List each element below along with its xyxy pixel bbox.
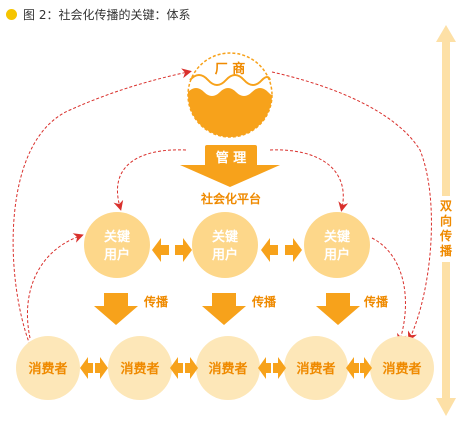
- svg-text:关键: 关键: [104, 229, 130, 245]
- double-arrow-ku-2: [261, 238, 278, 262]
- feedback-arrow-right: [271, 71, 432, 342]
- consumer-node-2: 消费者: [108, 336, 172, 400]
- feedback-arrow-small-left: [26, 233, 84, 339]
- manufacturer-node: 厂 商: [187, 52, 273, 138]
- spread-arrow-3: 传播: [316, 293, 389, 325]
- svg-text:消费者: 消费者: [382, 361, 421, 377]
- double-arrow-c-3: [258, 357, 271, 379]
- double-arrow-c-4: [346, 357, 359, 379]
- title-bullet-icon: [6, 8, 17, 20]
- manage-arrow-right: [269, 149, 349, 212]
- double-arrow-c-1: [80, 357, 93, 379]
- platform-label: 社会化平台: [200, 191, 261, 206]
- svg-text:传播: 传播: [363, 294, 389, 309]
- svg-text:用户: 用户: [211, 247, 238, 263]
- spread-arrow-small-right: [371, 237, 407, 344]
- key-user-node-2: 关键 用户: [192, 212, 258, 278]
- figure-header: 图 2：社会化传播的关键：体系: [6, 5, 190, 23]
- svg-text:用户: 用户: [103, 247, 130, 263]
- figure-title: 图 2：社会化传播的关键：体系: [23, 7, 191, 22]
- bidirectional-char-1: 双: [440, 199, 452, 213]
- consumer-node-4: 消费者: [284, 336, 348, 400]
- double-arrow-c-2: [170, 357, 183, 379]
- spread-arrow-1: 传播: [94, 293, 169, 325]
- svg-text:消费者: 消费者: [120, 361, 159, 377]
- bidirectional-char-4: 播: [440, 243, 453, 258]
- bidirectional-char-2: 向: [440, 213, 452, 228]
- consumer-node-5: 消费者: [370, 336, 434, 400]
- bidirectional-label: 双 向 传 播: [438, 196, 455, 262]
- consumer-double-arrows: [80, 357, 372, 379]
- key-user-node-1: 关键 用户: [84, 212, 150, 278]
- manage-arrow-left: [113, 149, 187, 211]
- svg-text:消费者: 消费者: [296, 361, 335, 377]
- manage-label: 管 理: [216, 150, 247, 166]
- svg-text:消费者: 消费者: [28, 361, 67, 377]
- consumer-node-1: 消费者: [16, 336, 80, 400]
- feedback-arrow-left: [12, 68, 192, 346]
- key-user-node-3: 关键 用户: [304, 212, 370, 278]
- spread-arrow-2: 传播: [202, 293, 277, 325]
- dashed-connectors: [12, 68, 432, 346]
- svg-text:关键: 关键: [324, 229, 350, 245]
- svg-text:消费者: 消费者: [208, 361, 247, 377]
- manufacturer-label: 厂 商: [215, 61, 246, 77]
- svg-text:传播: 传播: [143, 294, 169, 309]
- double-arrow-ku-1: [152, 238, 169, 262]
- consumer-node-3: 消费者: [196, 336, 260, 400]
- svg-text:用户: 用户: [323, 247, 350, 263]
- key-user-double-arrows: [152, 238, 302, 262]
- manage-arrow: 管 理: [180, 145, 280, 187]
- svg-text:传播: 传播: [251, 294, 277, 309]
- bidirectional-char-3: 传: [439, 228, 452, 243]
- svg-text:关键: 关键: [212, 229, 238, 245]
